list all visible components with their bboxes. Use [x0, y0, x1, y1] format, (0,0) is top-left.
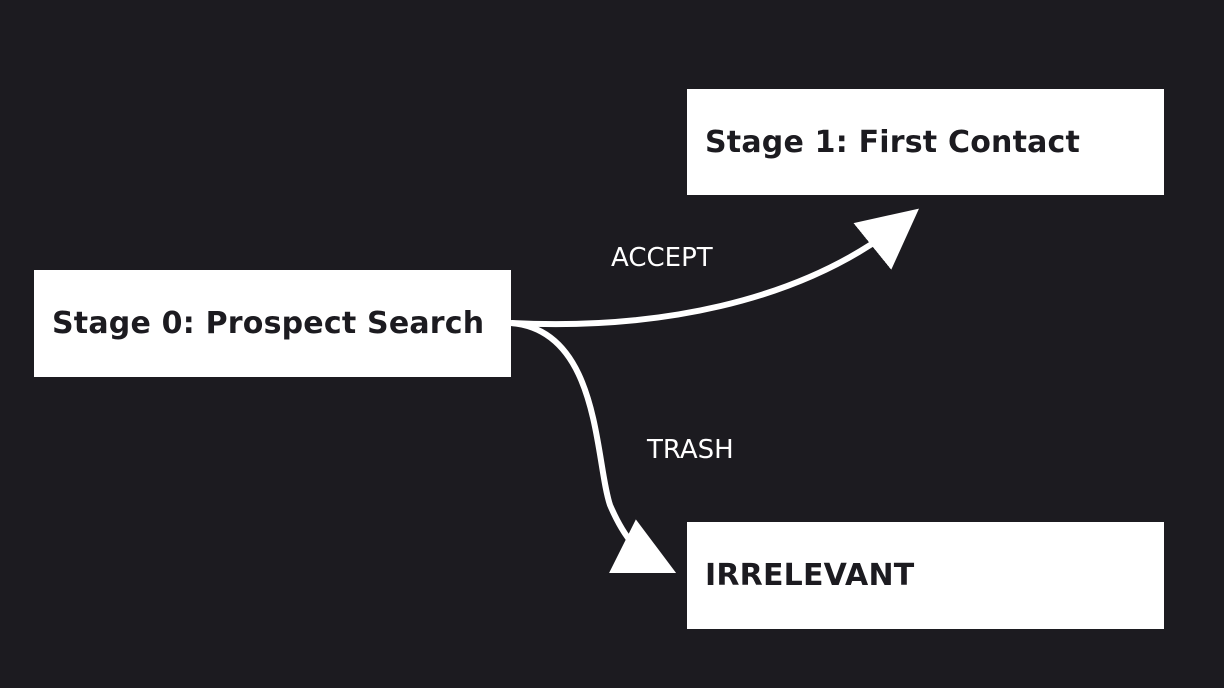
node-stage-1-first-contact[interactable]: Stage 1: First Contact: [687, 89, 1164, 195]
edge-label-trash: TRASH: [647, 435, 734, 465]
node-label: Stage 1: First Contact: [705, 124, 1081, 160]
node-irrelevant[interactable]: IRRELEVANT: [687, 522, 1164, 629]
edge-trash[interactable]: [510, 320, 677, 574]
edge-label-accept: ACCEPT: [611, 243, 713, 273]
node-label: Stage 0: Prospect Search: [52, 306, 485, 341]
node-label: IRRELEVANT: [705, 558, 915, 593]
node-stage-0-prospect-search[interactable]: Stage 0: Prospect Search: [34, 270, 511, 377]
edge-accept[interactable]: [510, 208, 919, 328]
